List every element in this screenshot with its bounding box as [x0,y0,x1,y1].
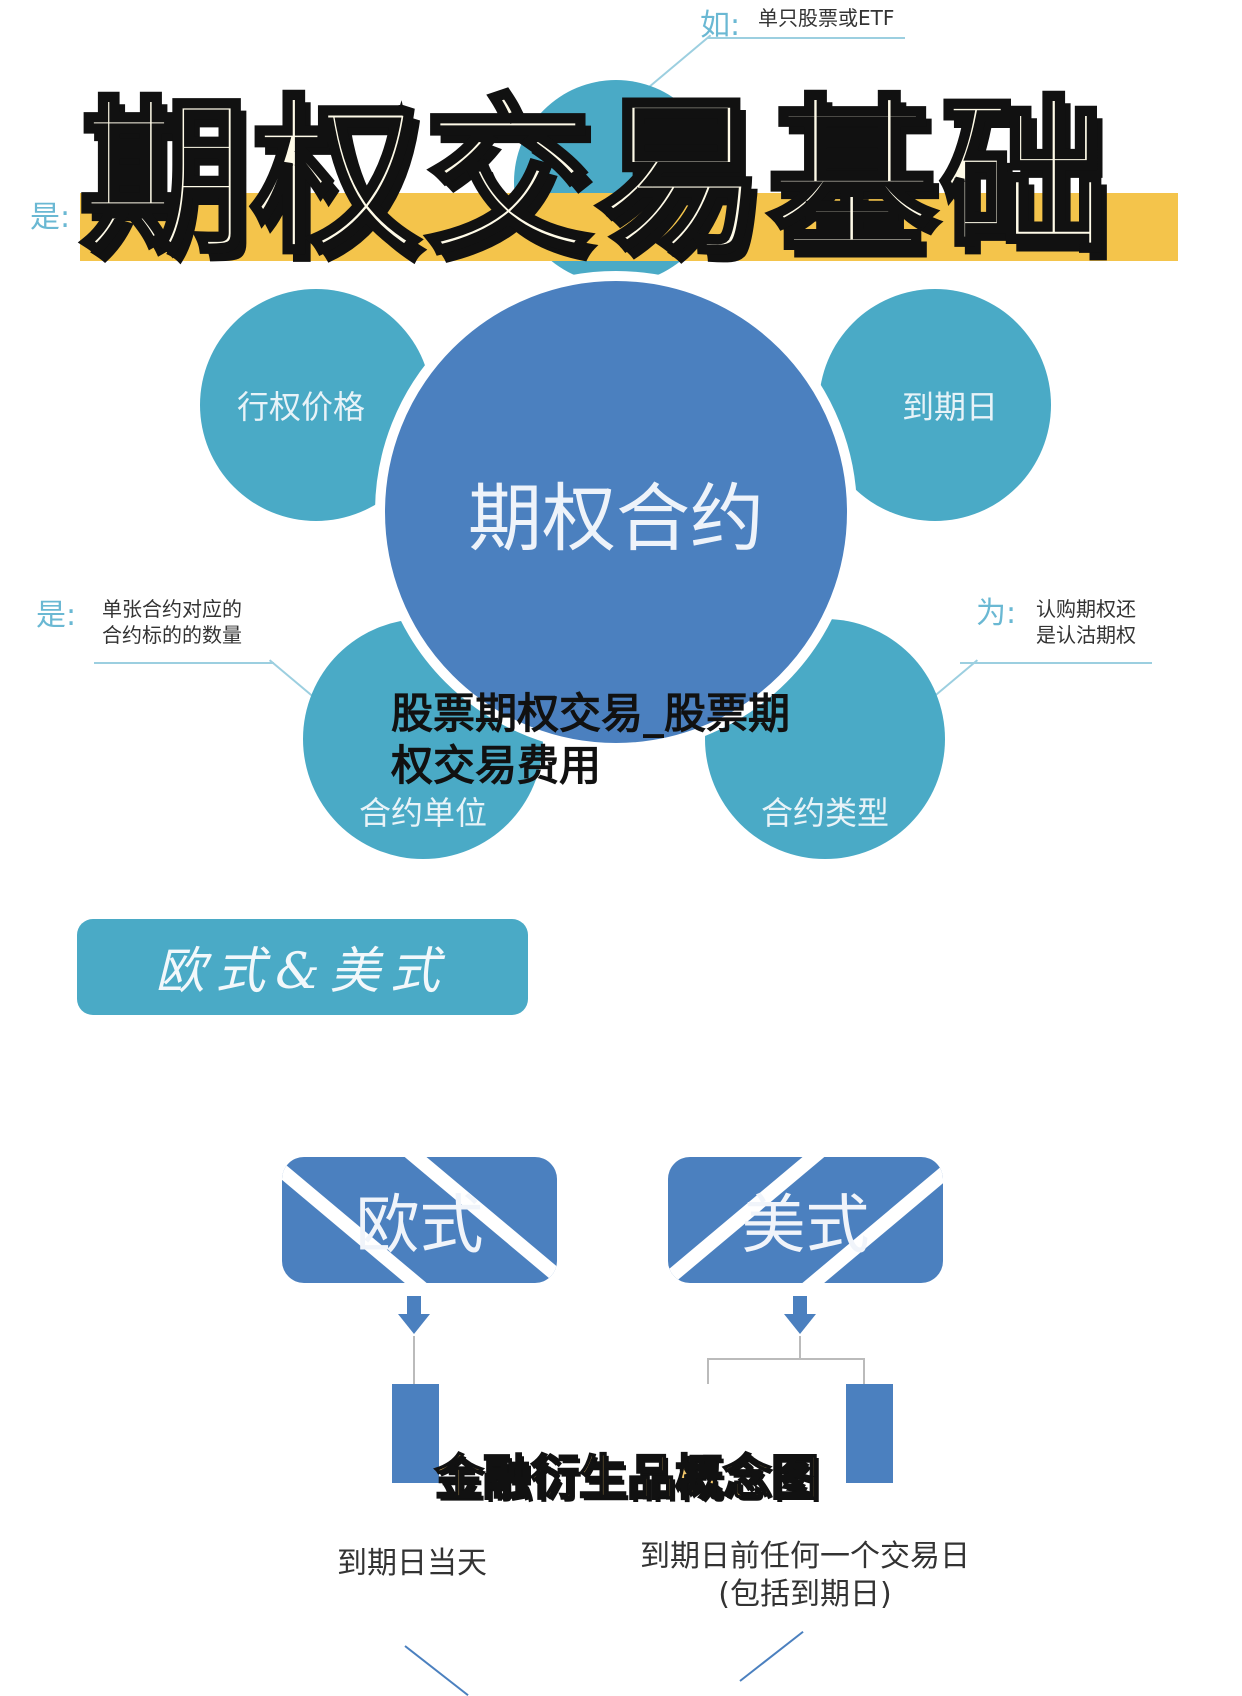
down-arrow-icon [398,1314,430,1334]
connector-line [707,1358,865,1360]
overlay-title-line1: 股票期权交易_股票期 [391,689,791,738]
node-label: 合约单位 [358,794,487,832]
annotation-right-bottom-text: 认购期权还 是认沽期权 [1036,596,1136,648]
center-circle: 期权合约 [375,271,857,753]
section-header-text: 欧式&美式 [155,942,450,1000]
annotation-line1: 认购期权还 [1036,597,1136,621]
european-caption: 到期日当天 [337,1546,487,1581]
diagonal-arrow-icon [739,1630,804,1682]
overlay-title-line2: 权交易费用 [391,741,602,790]
annotation-prefix-left-bottom: 是: [36,598,77,633]
annotation-top-text: 单只股票或ETF [758,6,895,30]
european-label: 欧式 [355,1189,484,1263]
annotation-line2: 合约标的的数量 [102,623,242,647]
down-arrow-icon [784,1314,816,1334]
annotation-line [960,662,1152,664]
connector-line [707,1358,709,1384]
node-expiry-date: 到期日 [819,289,1051,521]
american-caption-line2: (包括到期日) [718,1577,892,1612]
annotation-left-bottom-text: 单张合约对应的 合约标的的数量 [102,596,242,648]
diagonal-arrow-icon [404,1645,469,1696]
european-bar [392,1384,439,1483]
connector-line [413,1336,415,1384]
annotation-line1: 单张合约对应的 [102,597,242,621]
annotation-line2: 是认沽期权 [1036,623,1136,647]
connector-line [799,1336,801,1358]
annotation-line [707,37,905,39]
down-arrow-icon [407,1296,421,1314]
node-label: 合约类型 [760,794,889,832]
page-title: 期权交易基础 [78,80,1112,276]
subtitle: 金融衍生品概念图 [434,1449,820,1507]
american-box: 美式 [668,1157,943,1283]
american-caption: 到期日前任何一个交易日 (包括到期日) [595,1538,1015,1614]
annotation-prefix-top: 如: [700,8,741,43]
center-label: 期权合约 [468,475,764,562]
connector-line [863,1358,865,1384]
annotation-line [94,662,274,664]
annotation-prefix-right-bottom: 为: [976,596,1017,631]
title-highlight-band [80,193,1178,261]
annotation-prefix-left-top: 是: [30,200,71,235]
american-label: 美式 [741,1189,870,1263]
european-box: 欧式 [282,1157,557,1283]
node-label: 行权价格 [236,388,365,426]
down-arrow-icon [793,1296,807,1314]
american-caption-line1: 到期日前任何一个交易日 [640,1539,970,1574]
section-header: 欧式&美式 [77,919,528,1015]
node-label: 到期日 [901,388,998,426]
american-bar [846,1384,893,1483]
